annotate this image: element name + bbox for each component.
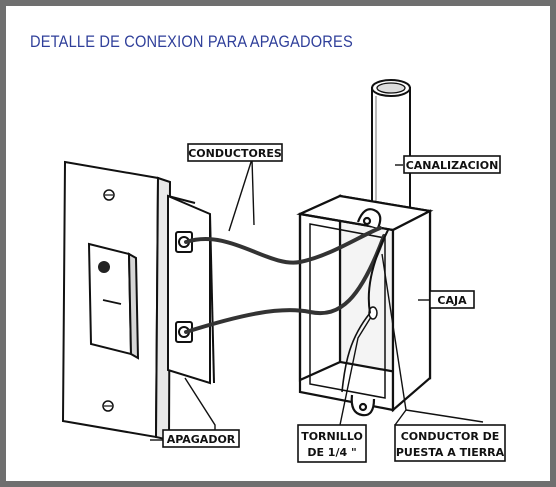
switch-toggle	[87, 242, 140, 360]
svg-text:PUESTA A TIERRA: PUESTA A TIERRA	[396, 446, 505, 459]
label-caja: CAJA	[429, 290, 475, 309]
svg-text:APAGADOR: APAGADOR	[167, 433, 236, 446]
svg-text:CAJA: CAJA	[437, 294, 467, 307]
diagram-title: DETALLE DE CONEXION PARA APAGADORES	[30, 32, 353, 51]
label-canalizacion: CANALIZACION	[403, 155, 501, 174]
svg-text:CONDUCTOR DE: CONDUCTOR DE	[401, 430, 500, 443]
label-conductor-tierra: CONDUCTOR DE PUESTA A TIERRA	[394, 424, 506, 462]
label-tornillo: TORNILLO DE 1/4 "	[297, 424, 367, 463]
label-conductores: CONDUCTORES	[187, 143, 283, 162]
svg-text:DE 1/4 ": DE 1/4 "	[307, 446, 356, 459]
label-apagador: APAGADOR	[162, 429, 240, 448]
svg-text:CANALIZACION: CANALIZACION	[406, 159, 499, 172]
junction-box	[296, 194, 434, 417]
switch-body	[167, 194, 215, 385]
svg-text:TORNILLO: TORNILLO	[301, 430, 363, 443]
conductor-wires	[184, 226, 386, 334]
leader-lines	[150, 158, 484, 441]
ground-conductor	[341, 229, 389, 393]
svg-text:CONDUCTORES: CONDUCTORES	[188, 147, 282, 160]
